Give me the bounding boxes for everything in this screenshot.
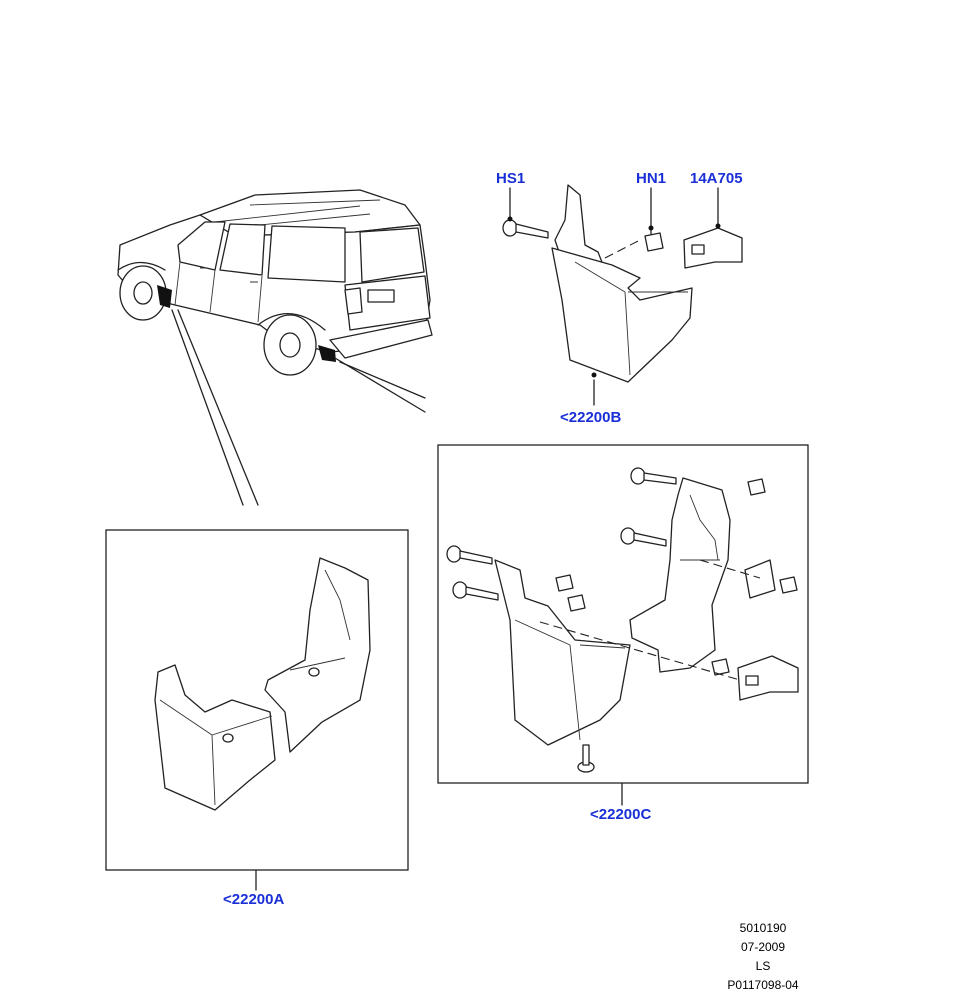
callout-14a705[interactable]: 14A705: [690, 170, 743, 187]
mudflap-pair-a: [154, 557, 371, 891]
callout-hs1[interactable]: HS1: [496, 170, 526, 187]
leader-line: [339, 361, 426, 399]
callout-22200a[interactable]: <22200A: [223, 891, 285, 908]
callout-22200b[interactable]: <22200B: [560, 409, 622, 426]
leader-line: [177, 309, 259, 506]
vehicle-illustration: [117, 189, 433, 376]
reference-market: LS: [755, 959, 771, 973]
reference-date: 07-2009: [740, 940, 786, 954]
callout-hn1[interactable]: HN1: [636, 170, 667, 187]
reference-illustration-id: P0117098-04: [727, 978, 799, 992]
reference-number: 5010190: [739, 921, 787, 935]
mudflap-assembly-b: [502, 184, 743, 406]
callout-22200c[interactable]: <22200C: [590, 806, 652, 823]
leader-line: [171, 309, 244, 506]
leader-line: [334, 357, 426, 413]
kit-box-c: [437, 444, 809, 784]
kit-box-a: [105, 529, 409, 871]
mudflap-assembly-c: [446, 467, 799, 806]
